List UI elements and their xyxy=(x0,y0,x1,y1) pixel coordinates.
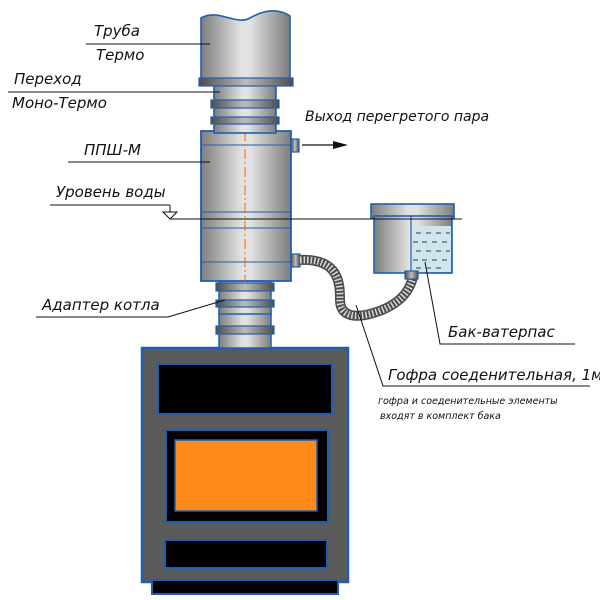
leader-hose xyxy=(355,304,590,387)
label-ppsh: ППШ-М xyxy=(84,141,141,159)
label-hose: Гофра соеденительная, 1м xyxy=(388,366,600,384)
tank-outlet xyxy=(404,270,419,280)
pipe-collar xyxy=(198,77,294,87)
label-water-level: Уровень воды xyxy=(56,183,166,201)
tank-water-dashes xyxy=(413,232,450,269)
waterpass-tank xyxy=(370,203,455,280)
ppsh-body xyxy=(200,130,292,282)
leader-adapter xyxy=(36,299,226,318)
leader-lines xyxy=(8,43,590,387)
label-steam-outlet: Выход перегретого пара xyxy=(305,109,489,125)
hose-inner xyxy=(299,256,418,320)
steam-outlet-arrow-icon xyxy=(302,141,348,149)
transition-ring-2 xyxy=(210,116,280,125)
steam-outlet-nozzle xyxy=(290,138,300,153)
firebox-fire xyxy=(174,439,318,512)
adapter-ring-upper xyxy=(215,282,275,292)
ppsh-m-unit xyxy=(200,130,301,282)
adapter-ring-mid xyxy=(215,299,275,308)
ash-drawer xyxy=(164,539,328,569)
adapter-ring-lower xyxy=(215,325,275,335)
pipe-body xyxy=(200,10,291,85)
label-waterpass-tank: Бак-ватерпас xyxy=(448,323,555,341)
label-note-line2: входят в комплект бака xyxy=(380,411,501,422)
thermo-pipe xyxy=(198,10,294,87)
leader-tank xyxy=(424,261,575,345)
label-transition-line2: Моно-Термо xyxy=(12,94,107,112)
stove xyxy=(140,346,350,595)
label-pipe-line1: Труба xyxy=(94,22,140,40)
boiler-adapter xyxy=(215,279,275,349)
transition-ring-1 xyxy=(210,99,280,109)
water-level-marker-icon xyxy=(161,211,179,220)
label-transition-line1: Переход xyxy=(14,70,82,88)
transition-body xyxy=(213,84,277,134)
label-pipe-line2: Термо xyxy=(96,46,144,64)
hose-nozzle xyxy=(290,253,301,268)
label-boiler-adapter: Адаптер котла xyxy=(41,296,160,314)
stove-base xyxy=(151,579,339,595)
stove-top-window xyxy=(157,363,333,415)
tank-water xyxy=(411,226,451,272)
mono-thermo-transition xyxy=(210,84,280,134)
corrugated-hose xyxy=(299,254,419,321)
label-note-line1: гофра и соеденительные элементы xyxy=(378,396,558,407)
